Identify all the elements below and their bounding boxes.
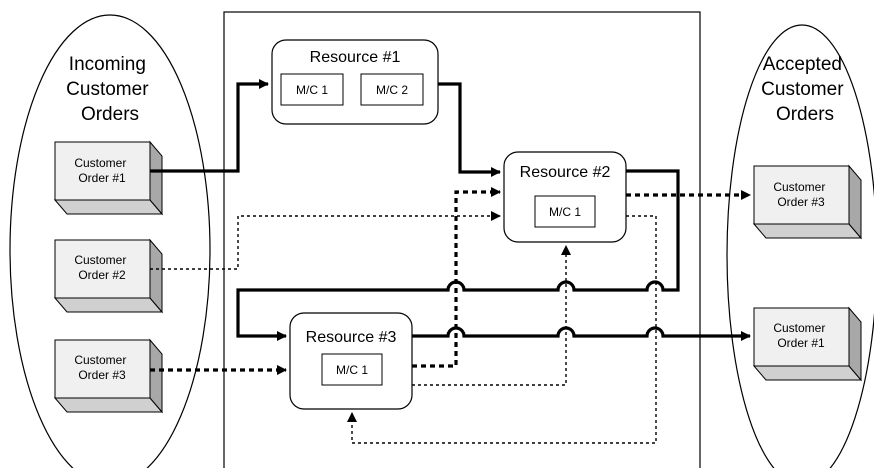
accepted-title-line-3: Orders	[776, 104, 834, 125]
flow-order3-resource3-to-resource2	[412, 187, 501, 368]
order-in-3-line-2: Order #3	[78, 368, 126, 382]
svg-text:Customer Order #1: Customer Order #1	[773, 321, 828, 350]
resource-3: Resource #3 M/C 1	[289, 312, 413, 410]
order-in-2-line-1: Customer	[74, 253, 126, 267]
resource-3-machine-1: M/C 1	[336, 363, 368, 377]
svg-text:Customer Order #3: Customer Order #3	[773, 180, 828, 209]
order-out-1-line-1: Customer	[773, 321, 825, 335]
resource-2-machine-1: M/C 1	[549, 205, 581, 219]
incoming-title-line-2: Customer	[66, 79, 149, 100]
order-out-3-line-2: Order #3	[777, 195, 825, 209]
accepted-orders-ellipse	[726, 24, 874, 468]
resource-2-title: Resource #2	[520, 164, 611, 181]
incoming-title-line-3: Orders	[81, 104, 139, 125]
svg-text:Customer Order #2: Customer Order #2	[74, 253, 129, 282]
resource-2: Resource #2 M/C 1	[503, 151, 627, 243]
flow-order2-resource2-to-resource3	[347, 215, 657, 444]
order-box-in-3: Customer Order #3	[53, 338, 164, 414]
order-box-out-1: Customer Order #1	[752, 306, 863, 382]
incoming-title: Incoming Customer Orders	[66, 54, 154, 125]
resource-1-machine-1: M/C 1	[296, 83, 328, 97]
resource-3-title: Resource #3	[306, 329, 397, 346]
flow-order1-resource2-to-resource3	[236, 169, 680, 341]
svg-text:Customer Order #1: Customer Order #1	[74, 156, 129, 185]
order-box-in-2: Customer Order #2	[53, 238, 164, 314]
order-out-1-line-2: Order #1	[777, 336, 825, 350]
flow-order1-resource3-to-accepted	[412, 326, 751, 341]
order-in-1-line-1: Customer	[74, 156, 126, 170]
accepted-title-line-2: Customer	[761, 79, 844, 100]
system-boundary	[223, 11, 701, 468]
order-in-3-line-1: Customer	[74, 353, 126, 367]
incoming-title-line-1: Incoming	[69, 54, 146, 75]
order-in-2-line-2: Order #2	[78, 268, 126, 282]
flow-order2-to-resource2	[150, 211, 501, 270]
incoming-orders-ellipse	[9, 14, 211, 468]
order-in-1-line-2: Order #1	[78, 171, 126, 185]
flow-order1-resource1-to-resource2	[438, 82, 501, 177]
flow-order2-resource3-to-resource2	[412, 245, 571, 386]
accepted-title: Accepted Customer Orders	[761, 54, 849, 125]
flow-order1-to-resource1	[150, 79, 269, 173]
resource-1: Resource #1 M/C 1 M/C 2	[271, 39, 439, 125]
order-box-in-1: Customer Order #1	[53, 140, 164, 216]
order-box-out-3: Customer Order #3	[752, 164, 863, 240]
svg-text:Customer Order #3: Customer Order #3	[74, 353, 129, 382]
order-out-3-line-1: Customer	[773, 180, 825, 194]
accepted-title-line-1: Accepted	[763, 54, 842, 75]
resource-1-title: Resource #1	[310, 49, 401, 66]
resource-1-machine-2: M/C 2	[376, 83, 408, 97]
